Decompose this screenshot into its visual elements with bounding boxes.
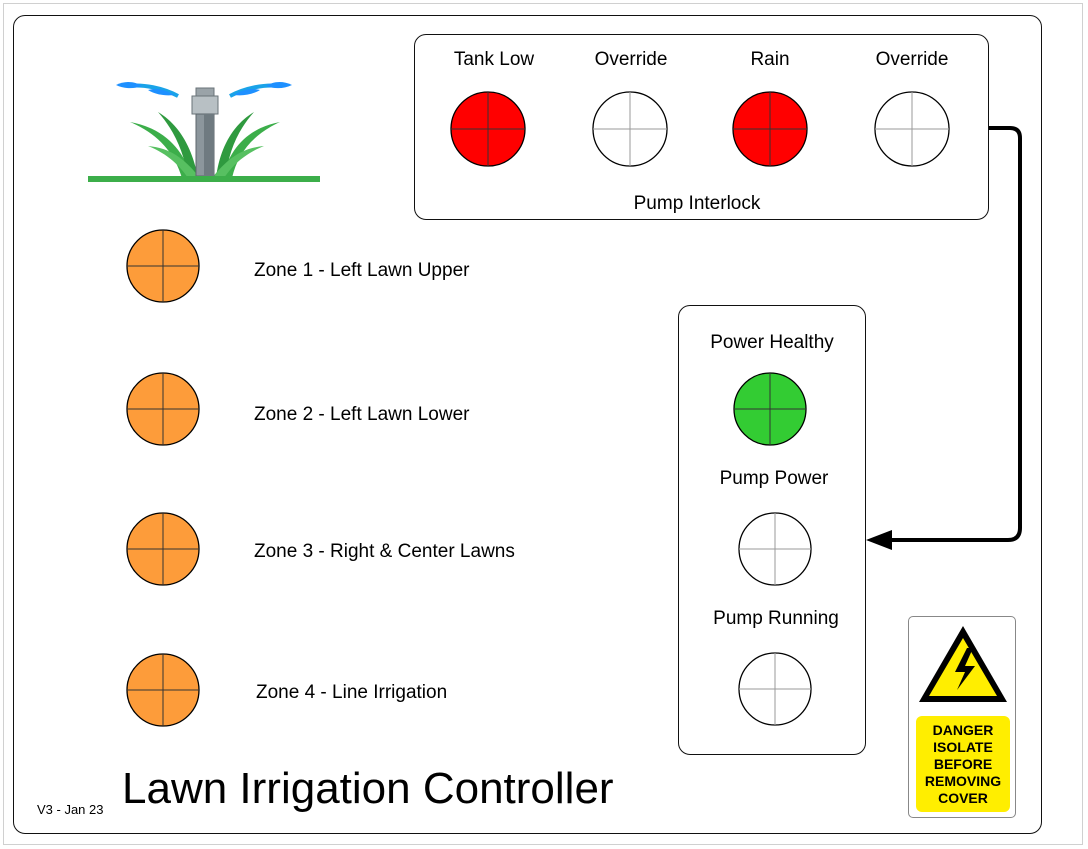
zone-3-indicator-lamp [126, 512, 200, 586]
pump-status-box [678, 305, 866, 755]
zone-1-label: Zone 1 - Left Lawn Upper [254, 260, 470, 281]
high-voltage-warning-icon [919, 626, 1007, 702]
rain-indicator-lamp [732, 91, 808, 167]
page-title: Lawn Irrigation Controller [122, 764, 614, 813]
interlock-lamp-label: Tank Low [453, 49, 535, 70]
pump-running-indicator-lamp [738, 652, 812, 726]
power-healthy-label: Power Healthy [710, 332, 834, 353]
danger-text-panel: DANGER ISOLATE BEFORE REMOVING COVER [916, 716, 1010, 812]
override-indicator-lamp [874, 91, 950, 167]
interlock-lamp-label: Override [594, 49, 668, 70]
controller-panel [13, 15, 1042, 834]
danger-text-line: ISOLATE [933, 738, 993, 755]
danger-text-line: COVER [938, 789, 988, 806]
override-indicator-lamp [592, 91, 668, 167]
zone-2-label: Zone 2 - Left Lawn Lower [254, 404, 470, 425]
danger-text-line: REMOVING [924, 772, 1002, 789]
lawn-sprinkler-icon [88, 82, 320, 182]
page-border [3, 3, 1083, 845]
interlock-to-pump-arrow [866, 126, 1022, 550]
pump-running-label: Pump Running [713, 608, 839, 629]
power-healthy-indicator-lamp [733, 372, 807, 446]
zone-3-label: Zone 3 - Right & Center Lawns [254, 541, 515, 562]
zone-4-indicator-lamp [126, 653, 200, 727]
pump-interlock-label: Pump Interlock [633, 193, 761, 214]
version-label: V3 - Jan 23 [37, 802, 104, 817]
zone-1-indicator-lamp [126, 229, 200, 303]
pump-power-label: Pump Power [719, 468, 829, 489]
pump-interlock-box [414, 34, 989, 220]
zone-4-label: Zone 4 - Line Irrigation [256, 682, 448, 703]
danger-text-line: DANGER [932, 721, 994, 738]
interlock-lamp-label: Override [875, 49, 949, 70]
zone-2-indicator-lamp [126, 372, 200, 446]
interlock-lamp-label: Rain [750, 49, 790, 70]
pump-power-indicator-lamp [738, 512, 812, 586]
tank-low-indicator-lamp [450, 91, 526, 167]
danger-text-line: BEFORE [933, 755, 993, 772]
